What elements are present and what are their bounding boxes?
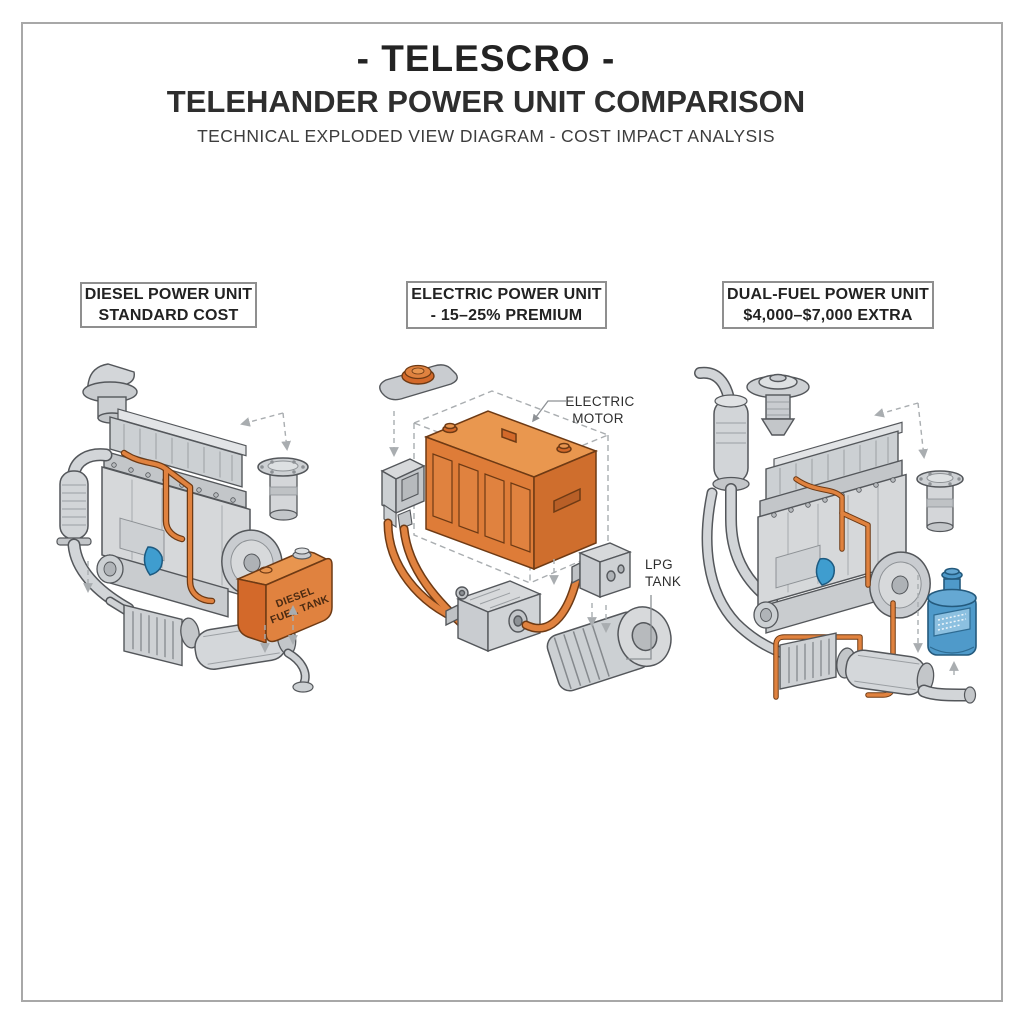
battery-pack bbox=[423, 410, 599, 571]
dualfuel-header-line2: $4,000–$7,000 EXTRA bbox=[743, 307, 913, 324]
diesel-fuel-tank: DIESEL FUEL TANK bbox=[235, 547, 333, 645]
power-connector bbox=[380, 458, 426, 530]
page-header: - TELESCRO - TELEHANDER POWER UNIT COMPA… bbox=[21, 40, 951, 146]
electric-header-line1: ELECTRIC POWER UNIT bbox=[411, 286, 602, 303]
exploded-view-arrows bbox=[389, 411, 611, 633]
electric-motor-callout: ELECTRIC MOTOR bbox=[532, 394, 634, 426]
flywheel bbox=[869, 551, 931, 619]
injection-pump bbox=[815, 557, 835, 586]
subtitle: TECHNICAL EXPLODED VIEW DIAGRAM - COST I… bbox=[197, 126, 775, 146]
motor-controller-cable bbox=[521, 576, 581, 633]
front-pulley bbox=[96, 554, 124, 584]
column-header-electric: ELECTRIC POWER UNIT - 15–25% PREMIUM bbox=[406, 281, 607, 329]
filler-cap bbox=[379, 364, 458, 401]
electric-motor-callout-line2: MOTOR bbox=[572, 411, 624, 426]
lpg-cylinder-tank bbox=[927, 567, 977, 656]
fuel-lines bbox=[120, 449, 216, 605]
exploded-view-arrows-small bbox=[83, 561, 298, 653]
exhaust-assembly bbox=[105, 596, 314, 693]
battery-terminals bbox=[442, 422, 572, 454]
electric-motor-callout-line1: ELECTRIC bbox=[565, 394, 634, 409]
engine-block bbox=[753, 421, 931, 634]
diesel-unit-illustration: DIESEL FUEL TANK bbox=[56, 363, 333, 693]
drive-motor bbox=[546, 606, 672, 692]
main-title: TELEHANDER POWER UNIT COMPARISON bbox=[166, 84, 806, 119]
lpg-callout-line2: TANK bbox=[645, 574, 681, 589]
electric-header-line2: - 15–25% PREMIUM bbox=[430, 307, 583, 324]
brand-title: - TELESCRO - bbox=[356, 38, 616, 79]
exploded-view-arrows-small bbox=[913, 575, 959, 675]
battery-cell-panels bbox=[432, 453, 531, 553]
controller-box bbox=[571, 542, 632, 599]
tank-label-patch bbox=[933, 607, 971, 637]
front-pulley bbox=[753, 601, 779, 629]
lpg-callout-line1: LPG bbox=[645, 557, 673, 572]
diesel-header-line2: STANDARD COST bbox=[98, 307, 239, 324]
gearbox-motor bbox=[445, 580, 542, 653]
dualfuel-header-line1: DUAL-FUEL POWER UNIT bbox=[727, 286, 929, 303]
exhaust-assembly bbox=[779, 632, 977, 704]
lpg-tank-callout: LPG TANK bbox=[626, 557, 681, 660]
fuel-filter bbox=[257, 457, 309, 521]
injection-pump bbox=[143, 546, 163, 576]
column-header-diesel: DIESEL POWER UNIT STANDARD COST bbox=[80, 282, 257, 328]
fuel-filter bbox=[916, 470, 964, 533]
electric-unit-illustration: ELECTRIC MOTOR bbox=[379, 364, 681, 692]
air-filter bbox=[746, 373, 810, 436]
valve-cover bbox=[109, 416, 243, 488]
dualfuel-unit-illustration bbox=[694, 366, 977, 704]
battery-handle bbox=[553, 487, 581, 514]
diesel-header-line1: DIESEL POWER UNIT bbox=[84, 286, 253, 303]
exploded-view-arrow bbox=[240, 412, 292, 451]
column-header-dualfuel: DUAL-FUEL POWER UNIT $4,000–$7,000 EXTRA bbox=[722, 281, 934, 329]
exploded-view-arrow bbox=[874, 402, 929, 459]
